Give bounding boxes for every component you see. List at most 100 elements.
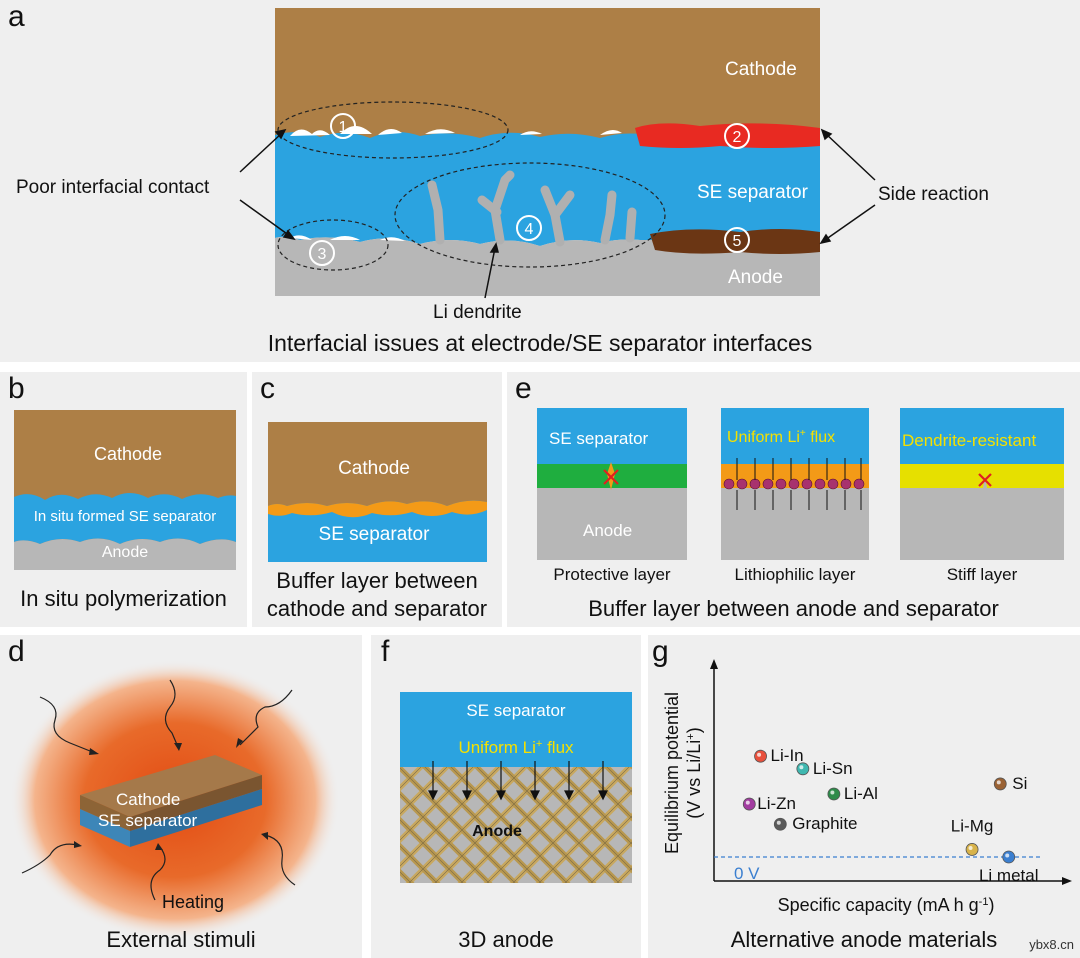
marker-3 xyxy=(309,240,335,266)
heat-arrowheads xyxy=(74,738,268,850)
sub-caption-stiff: Stiff layer xyxy=(947,565,1018,584)
side-reaction-label: Side reaction xyxy=(878,184,989,205)
contact-gap xyxy=(290,235,312,240)
marker-4-text: 4 xyxy=(525,221,534,238)
marker-1 xyxy=(330,113,356,139)
panel-g: g 0 V Equilibrium potential (V vs Li/Li+… xyxy=(648,635,1080,958)
separator-layer xyxy=(400,692,632,767)
3d-anode-mesh xyxy=(400,767,632,883)
panel-a: a xyxy=(0,0,1080,362)
external-stimuli-diagram: Cathode SE separator Heating xyxy=(10,660,340,940)
contact-gap xyxy=(330,236,360,240)
anode-buffer-diagrams: SE separator Anode Uniform Li+ flux Dend… xyxy=(537,408,1064,584)
point-label-si: Si xyxy=(1012,774,1027,793)
marker-3-text: 3 xyxy=(318,246,327,263)
flux-label: Uniform Li+ flux xyxy=(458,738,574,757)
caption-d: External stimuli xyxy=(106,927,256,952)
point-highlight xyxy=(968,845,973,850)
cathode-layer xyxy=(275,8,820,138)
panel-label-a: a xyxy=(8,0,25,33)
heating-label: Heating xyxy=(162,892,224,912)
slab-top xyxy=(80,755,262,817)
cathode-label: Cathode xyxy=(338,458,410,479)
point-label-li-in: Li-In xyxy=(771,746,804,765)
caption-g: Alternative anode materials xyxy=(730,927,998,952)
panel-e: e SE separator Anode Uniform Li+ flux xyxy=(507,372,1080,627)
li-dendrites xyxy=(427,170,637,247)
caption-c-line1: Buffer layer between xyxy=(276,568,478,593)
panel-c: c Cathode SE separator Buffer layer betw… xyxy=(252,372,502,627)
annotation-arrows xyxy=(239,128,876,299)
point-highlight xyxy=(745,800,750,805)
panel-label-c: c xyxy=(260,372,275,405)
point-li-mg xyxy=(965,843,979,856)
panel-label-e: e xyxy=(515,372,532,405)
point-li-in xyxy=(754,749,767,763)
sub-caption-lithiophilic: Lithiophilic layer xyxy=(735,565,856,584)
heat-arrows xyxy=(21,679,296,901)
point-highlight xyxy=(776,820,781,825)
flux-label: Uniform Li+ flux xyxy=(727,428,835,446)
y-axis-label-line2: (V vs Li/Li+) xyxy=(684,727,704,818)
point-graphite xyxy=(773,817,787,831)
contact-gap xyxy=(290,129,330,136)
in-situ-diagram: Cathode In situ formed SE separator Anod… xyxy=(14,410,236,570)
point-highlight xyxy=(996,780,1001,785)
protective-layer-diagram: SE separator Anode xyxy=(537,408,687,560)
anode-materials-chart: 0 V Equilibrium potential (V vs Li/Li+) … xyxy=(662,659,1072,915)
caption-a: Interfacial issues at electrode/SE separ… xyxy=(267,330,813,356)
panel-label-d: d xyxy=(8,635,25,668)
side-reaction-anode xyxy=(650,229,820,254)
point-li-al xyxy=(827,787,841,801)
contact-gap xyxy=(378,128,402,135)
point-label-li-sn: Li-Sn xyxy=(813,759,853,778)
sub-caption-protective: Protective layer xyxy=(553,565,670,584)
point-highlight xyxy=(799,765,804,770)
point-highlight xyxy=(830,790,835,795)
watermark: ybx8.cn xyxy=(1029,937,1074,952)
marker-5 xyxy=(724,227,750,253)
point-highlight xyxy=(1005,853,1010,858)
marker-5-text: 5 xyxy=(733,233,742,250)
separator-label: In situ formed SE separator xyxy=(34,508,217,525)
side-reaction-cathode xyxy=(635,123,820,148)
caption-f: 3D anode xyxy=(458,927,554,952)
ellipse-1 xyxy=(277,101,509,159)
x-axis-arrowhead xyxy=(1062,877,1072,885)
contact-gap xyxy=(600,129,622,135)
point-label-li-al: Li-Al xyxy=(844,784,878,803)
separator-label: SE separator xyxy=(697,182,809,203)
cathode-label: Cathode xyxy=(116,790,180,809)
cathode-label: Cathode xyxy=(94,444,162,464)
interface-diagram: 1 2 3 4 5 Cathode SE separator Anode Poo… xyxy=(16,8,989,323)
separator-label: SE separator xyxy=(549,429,649,448)
contact-gap xyxy=(340,126,372,134)
slab-front-separator xyxy=(80,809,130,847)
point-label-li-mg: Li-Mg xyxy=(951,816,994,835)
caption-c-line2: cathode and separator xyxy=(266,596,488,621)
3d-anode-diagram: SE separator Uniform Li+ flux Anode xyxy=(400,692,632,883)
slab-right-cathode xyxy=(130,775,262,831)
lithiophilic-particles xyxy=(723,478,865,490)
panel-b: b Cathode In situ formed SE separator An… xyxy=(0,372,247,627)
point-li-sn xyxy=(796,762,810,776)
ellipse-3 xyxy=(277,219,389,271)
point-label-graphite: Graphite xyxy=(792,814,857,833)
poor-contact-label: Poor interfacial contact xyxy=(16,177,210,198)
zero-label: 0 V xyxy=(734,864,760,883)
stiff-layer-diagram: Dendrite-resistant xyxy=(900,408,1064,560)
separator-label: SE separator xyxy=(466,701,566,720)
point-label-li-metal: Li metal xyxy=(979,866,1039,885)
marker-4 xyxy=(516,215,542,241)
marker-1-text: 1 xyxy=(339,119,348,136)
flux-arrows xyxy=(428,761,608,801)
point-li-zn xyxy=(742,797,756,811)
point-label-li-zn: Li-Zn xyxy=(757,794,796,813)
separator-label: SE separator xyxy=(98,811,198,830)
marker-2-text: 2 xyxy=(733,129,742,146)
dendrite-resistant-label: Dendrite-resistant xyxy=(902,431,1036,450)
slab-front-cathode xyxy=(80,795,130,831)
dendrite-label: Li dendrite xyxy=(433,302,522,323)
point-highlight xyxy=(757,752,762,757)
panel-f: f SE separator Uniform Li+ flux Anode 3D… xyxy=(371,635,641,958)
